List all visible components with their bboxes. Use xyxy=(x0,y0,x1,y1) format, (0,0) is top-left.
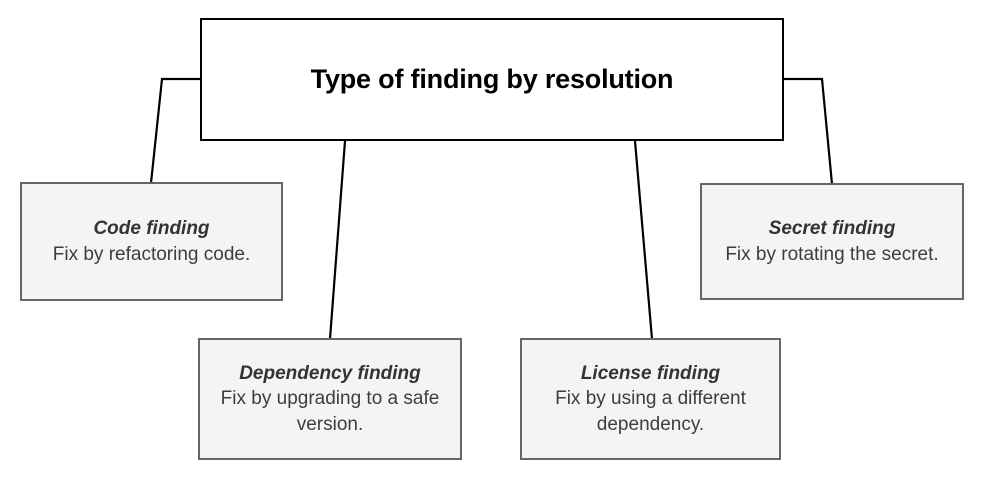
connector-root-to-dependency xyxy=(328,139,347,341)
root-node-title: Type of finding by resolution xyxy=(310,64,674,94)
node-code-finding[interactable]: Code finding Fix by refactoring code. xyxy=(20,182,283,301)
node-license-finding-title: License finding xyxy=(580,363,721,385)
connector-root-to-code xyxy=(149,77,202,185)
root-node[interactable]: Type of finding by resolution xyxy=(200,18,784,141)
connector-root-to-license xyxy=(633,139,654,341)
node-license-finding-description: Fix by using a different dependency. xyxy=(555,388,746,435)
node-license-finding[interactable]: License finding Fix by using a different… xyxy=(520,338,781,460)
node-code-finding-description: Fix by refactoring code. xyxy=(52,243,251,265)
node-secret-finding[interactable]: Secret finding Fix by rotating the secre… xyxy=(700,183,964,300)
node-secret-finding-title: Secret finding xyxy=(768,218,896,240)
node-dependency-finding-description: Fix by upgrading to a safe version. xyxy=(220,388,440,435)
connector-root-to-secret xyxy=(782,77,834,186)
node-dependency-finding-title: Dependency finding xyxy=(239,363,421,385)
node-code-finding-title: Code finding xyxy=(93,218,210,240)
node-secret-finding-description: Fix by rotating the secret. xyxy=(725,243,939,265)
node-dependency-finding[interactable]: Dependency finding Fix by upgrading to a… xyxy=(198,338,462,460)
